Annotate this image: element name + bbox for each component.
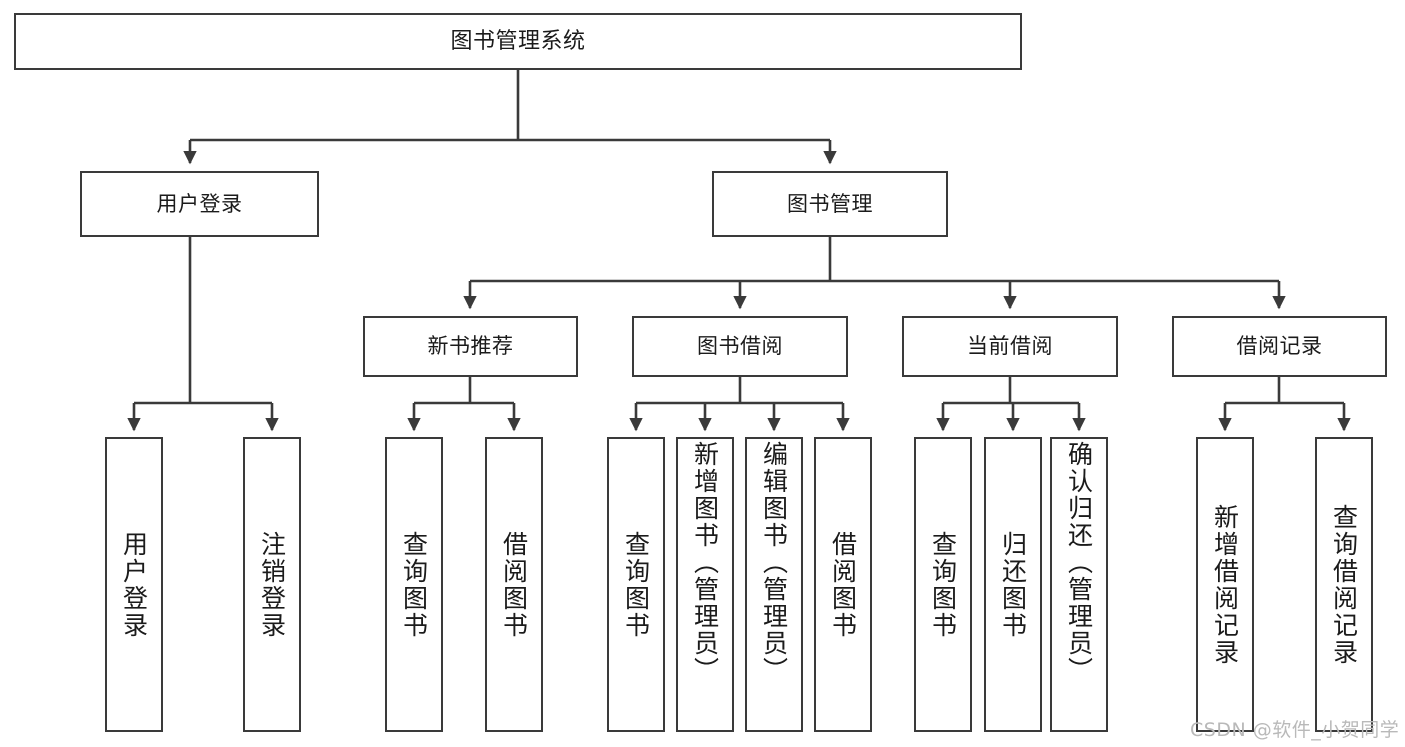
- node-label: 查询图书: [399, 530, 429, 639]
- leaf-query-book-recommend[interactable]: 查询图书: [385, 437, 443, 732]
- node-current-borrow[interactable]: 当前借阅: [902, 316, 1118, 377]
- node-label: 查询图书: [621, 530, 651, 639]
- node-label: 图书管理系统: [450, 28, 586, 54]
- node-new-book-recommend[interactable]: 新书推荐: [363, 316, 578, 377]
- node-label: 借阅图书: [828, 530, 858, 639]
- leaf-return-book[interactable]: 归还图书: [984, 437, 1042, 732]
- node-label: 新书推荐: [427, 334, 514, 359]
- leaf-confirm-return-admin[interactable]: 确认归还（管理员）: [1050, 437, 1108, 732]
- node-label: 图书管理: [787, 191, 873, 216]
- node-book-borrow[interactable]: 图书借阅: [632, 316, 848, 377]
- node-label: 归还图书: [998, 530, 1028, 639]
- node-label: 用户登录: [156, 191, 243, 216]
- node-book-management[interactable]: 图书管理: [712, 171, 948, 237]
- node-label: 借阅记录: [1236, 334, 1323, 359]
- node-label: 确认归还（管理员）: [1064, 441, 1094, 684]
- leaf-logout[interactable]: 注销登录: [243, 437, 301, 732]
- node-user-login[interactable]: 用户登录: [80, 171, 319, 237]
- leaf-query-book-current[interactable]: 查询图书: [914, 437, 972, 732]
- node-label: 注销登录: [257, 530, 287, 639]
- leaf-borrow-book-recommend[interactable]: 借阅图书: [485, 437, 543, 732]
- node-label: 查询借阅记录: [1329, 503, 1359, 666]
- node-root-system[interactable]: 图书管理系统: [14, 13, 1022, 70]
- node-label: 查询图书: [928, 530, 958, 639]
- node-label: 借阅图书: [499, 530, 529, 639]
- leaf-borrow-book[interactable]: 借阅图书: [814, 437, 872, 732]
- node-label: 图书借阅: [697, 334, 783, 359]
- node-label: 编辑图书（管理员）: [759, 441, 789, 684]
- leaf-edit-book-admin[interactable]: 编辑图书（管理员）: [745, 437, 803, 732]
- node-label: 新增借阅记录: [1210, 503, 1240, 666]
- leaf-user-login[interactable]: 用户登录: [105, 437, 163, 732]
- leaf-add-borrow-record[interactable]: 新增借阅记录: [1196, 437, 1254, 732]
- node-label: 新增图书（管理员）: [690, 441, 720, 684]
- csdn-watermark: CSDN @软件_小贺同学: [1190, 719, 1400, 741]
- node-label: 用户登录: [119, 530, 149, 639]
- node-borrow-record[interactable]: 借阅记录: [1172, 316, 1387, 377]
- leaf-query-book-borrow[interactable]: 查询图书: [607, 437, 665, 732]
- leaf-add-book-admin[interactable]: 新增图书（管理员）: [676, 437, 734, 732]
- leaf-query-borrow-record[interactable]: 查询借阅记录: [1315, 437, 1373, 732]
- node-label: 当前借阅: [967, 334, 1053, 359]
